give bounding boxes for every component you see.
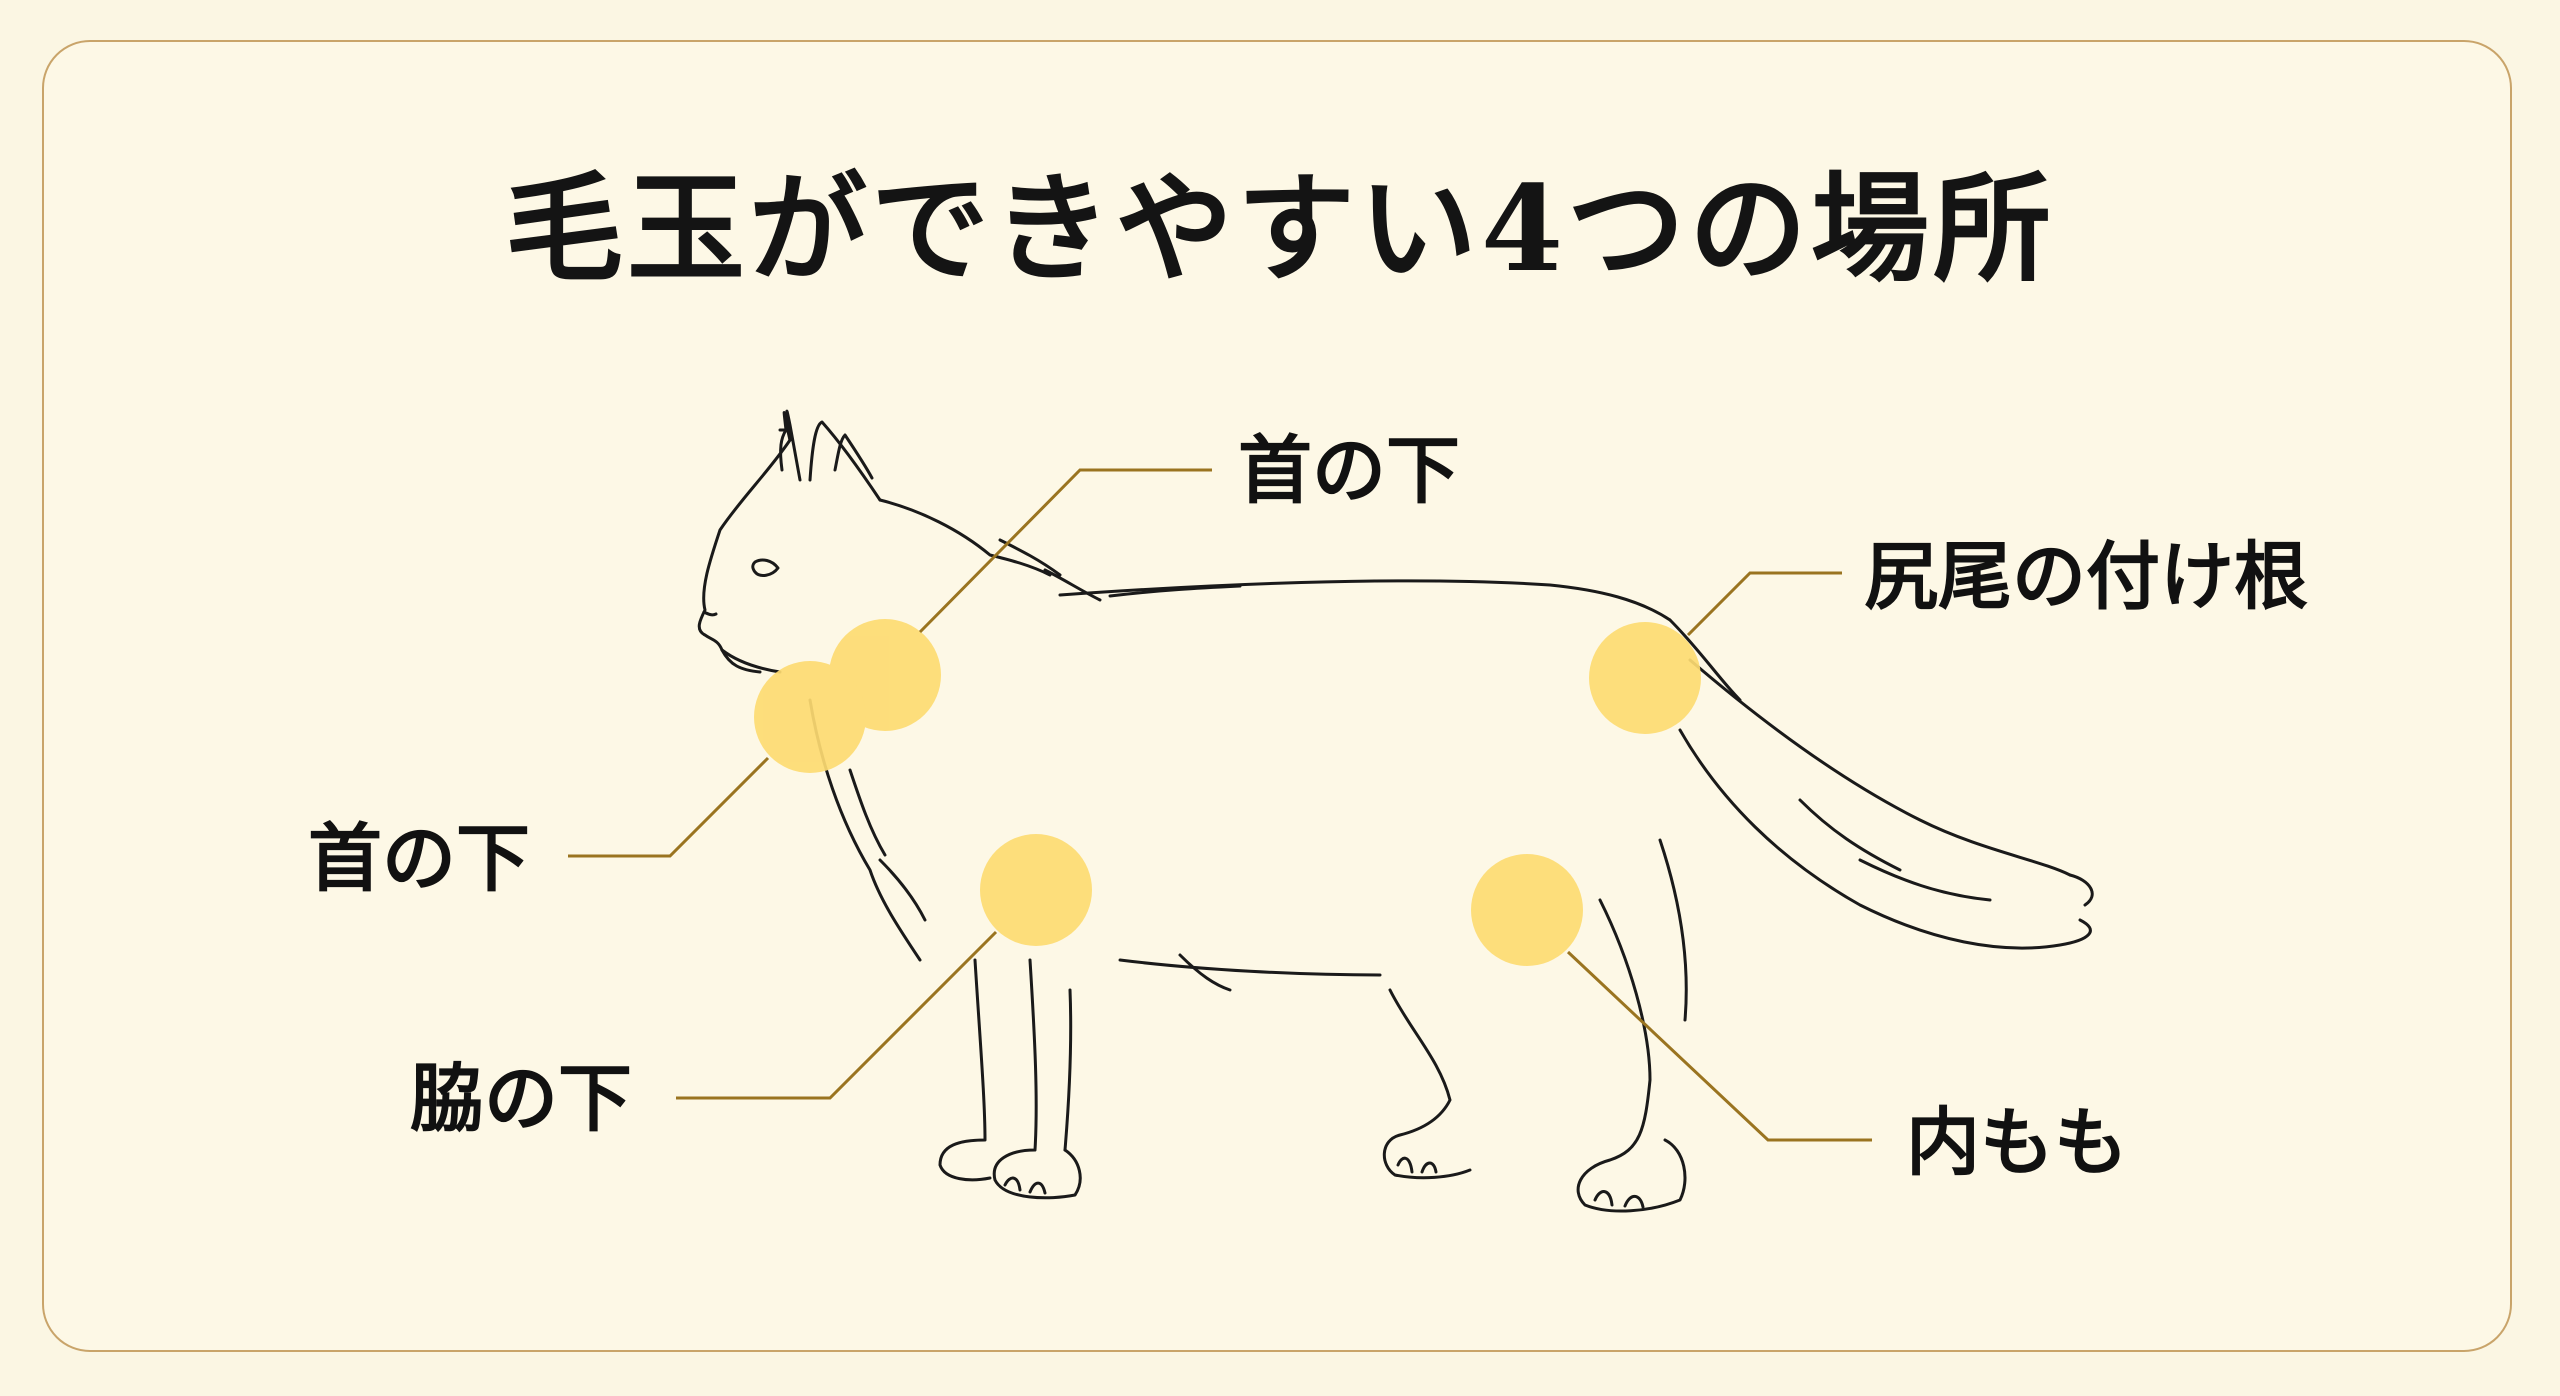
cat-head-outline <box>697 438 792 674</box>
cat-back-leg-back <box>1576 898 1687 1213</box>
cat-front-leg-inner <box>1063 988 1073 1152</box>
label-inner-thigh: 内もも <box>1906 1100 2128 1186</box>
cat-back-2 <box>1108 584 1242 598</box>
leader-neck-left <box>568 756 770 858</box>
cat-front-leg-front <box>992 958 1082 1200</box>
cat-chest-fur-1 <box>848 768 887 857</box>
cat-ruff-2 <box>1043 568 1102 602</box>
cat-tail-bottom <box>1678 728 2092 950</box>
leader-inner-thigh <box>1566 950 1872 1142</box>
cat-tail-tip <box>2068 873 2094 907</box>
hotspot-armpit <box>980 834 1092 946</box>
cat-nose <box>702 610 718 617</box>
cat-belly-fur <box>1178 953 1232 992</box>
cat-toes-back-2 <box>1396 1156 1438 1174</box>
cat-tail-fur-2 <box>1858 858 1992 902</box>
rounded-frame <box>42 40 2512 1352</box>
cat-chest-fur-2 <box>878 858 927 922</box>
hotspots <box>754 619 1701 966</box>
cat-neck-back <box>878 498 1052 577</box>
cat-tail-top <box>1688 658 2072 877</box>
cat-back <box>1058 579 1672 622</box>
cat-back-leg-thigh <box>1658 838 1688 1022</box>
cat-chin <box>720 648 782 674</box>
cat-ear-inner <box>833 433 874 480</box>
cat-back-leg-front <box>1382 988 1472 1180</box>
leader-neck-top <box>918 468 1212 634</box>
cat-tail-fur-1 <box>1798 798 1902 872</box>
page-title: 毛玉ができやすい4つの場所 <box>504 159 2056 298</box>
label-tail-base: 尻尾の付け根 <box>1864 534 2308 620</box>
cat-front-leg-back <box>938 958 992 1182</box>
cat-ear-front <box>808 420 882 502</box>
cat-rump <box>1668 618 1742 702</box>
cat-toes-front-1 <box>1003 1176 1047 1195</box>
hotspot-inner-thigh <box>1471 854 1583 966</box>
hotspot-tail-base <box>1589 622 1701 734</box>
cat-eye <box>751 558 780 577</box>
leader-tail-base <box>1686 571 1842 637</box>
leader-lines <box>568 468 1872 1142</box>
cat-illustration <box>697 409 2094 1213</box>
hotspot-neck-lower <box>754 661 866 773</box>
cat-toes-back-1 <box>1593 1190 1645 1209</box>
leader-armpit <box>676 930 998 1100</box>
cat-ear-left-outer <box>779 428 788 472</box>
cat-ear-back <box>785 409 802 482</box>
label-armpit: 脇の下 <box>410 1056 632 1142</box>
label-neck-top: 首の下 <box>1238 428 1460 514</box>
cat-belly <box>1118 958 1382 977</box>
cat-ruff-1 <box>998 538 1062 577</box>
label-neck-left: 首の下 <box>308 816 530 902</box>
